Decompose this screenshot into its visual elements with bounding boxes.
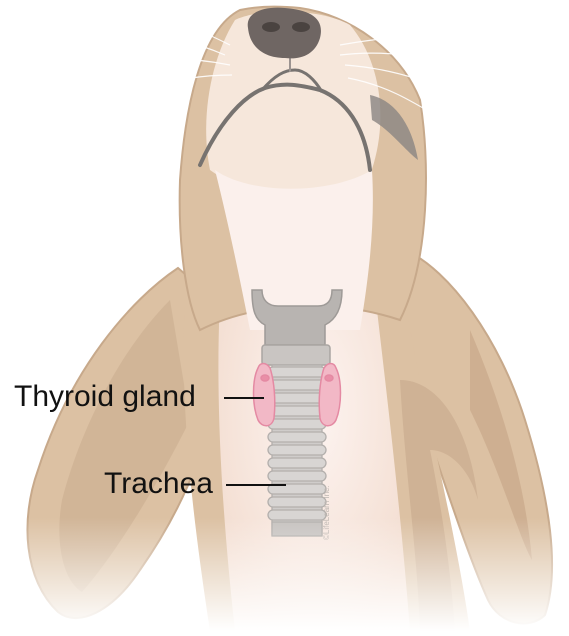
trachea-leader-line [226, 484, 286, 486]
trachea-label: Trachea [104, 469, 213, 499]
thyroid-gland-label: Thyroid gland [14, 382, 196, 412]
thyroid-leader-line [224, 397, 264, 399]
